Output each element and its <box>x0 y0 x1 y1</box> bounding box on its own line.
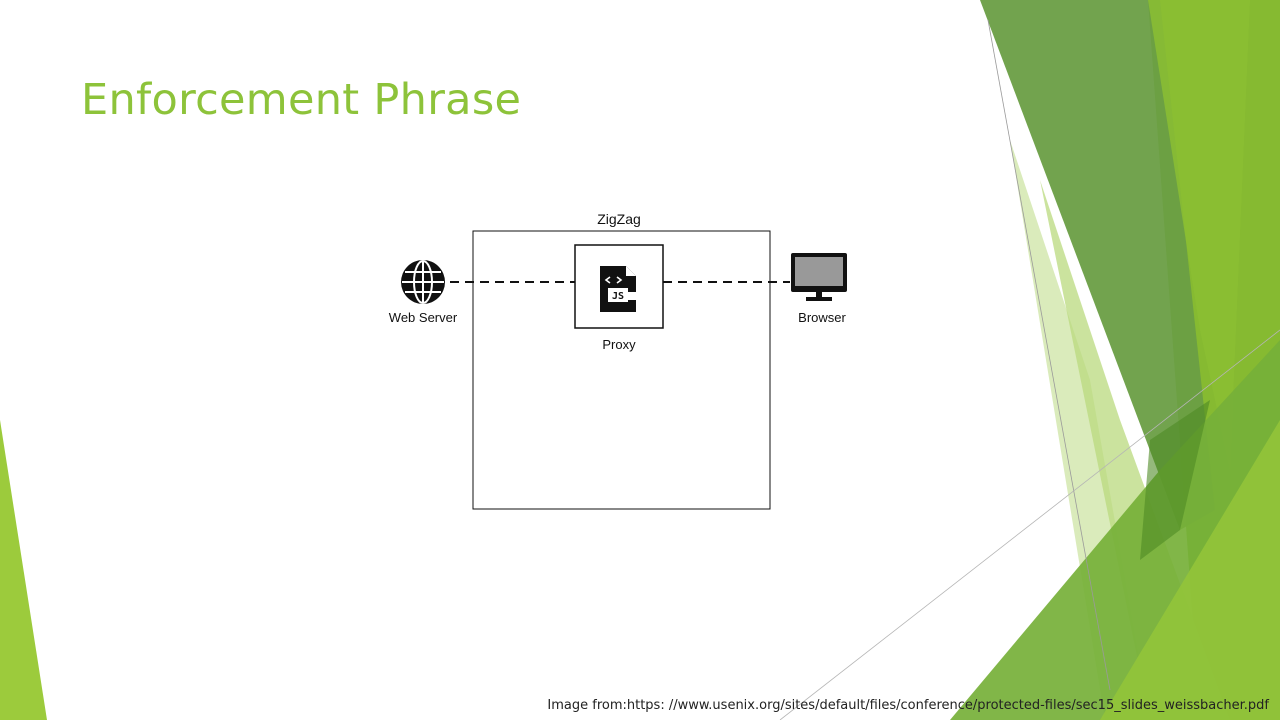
thin-line-1 <box>987 19 1111 691</box>
monitor-icon <box>791 253 847 301</box>
container-label: ZigZag <box>597 211 641 227</box>
node-label-browser: Browser <box>798 310 846 325</box>
bottom-bright-shape <box>1100 420 1280 720</box>
left-accent-shape <box>0 420 47 720</box>
slide-title: Enforcement Phrase <box>81 75 522 125</box>
svg-text:JS: JS <box>612 291 624 302</box>
globe-icon <box>401 260 445 304</box>
node-label-proxy: Proxy <box>602 337 636 352</box>
node-label-web-server: Web Server <box>389 310 458 325</box>
javascript-file-icon: JS <box>600 266 636 312</box>
dark-wedge-shape <box>980 0 1215 530</box>
dark-band-shape <box>1140 400 1210 560</box>
bright-stripe-shape <box>1148 0 1250 470</box>
zigzag-container-box <box>472 230 771 510</box>
source-caption: Image from:https: //www.usenix.org/sites… <box>547 698 1269 713</box>
thin-line-2 <box>779 329 1280 720</box>
